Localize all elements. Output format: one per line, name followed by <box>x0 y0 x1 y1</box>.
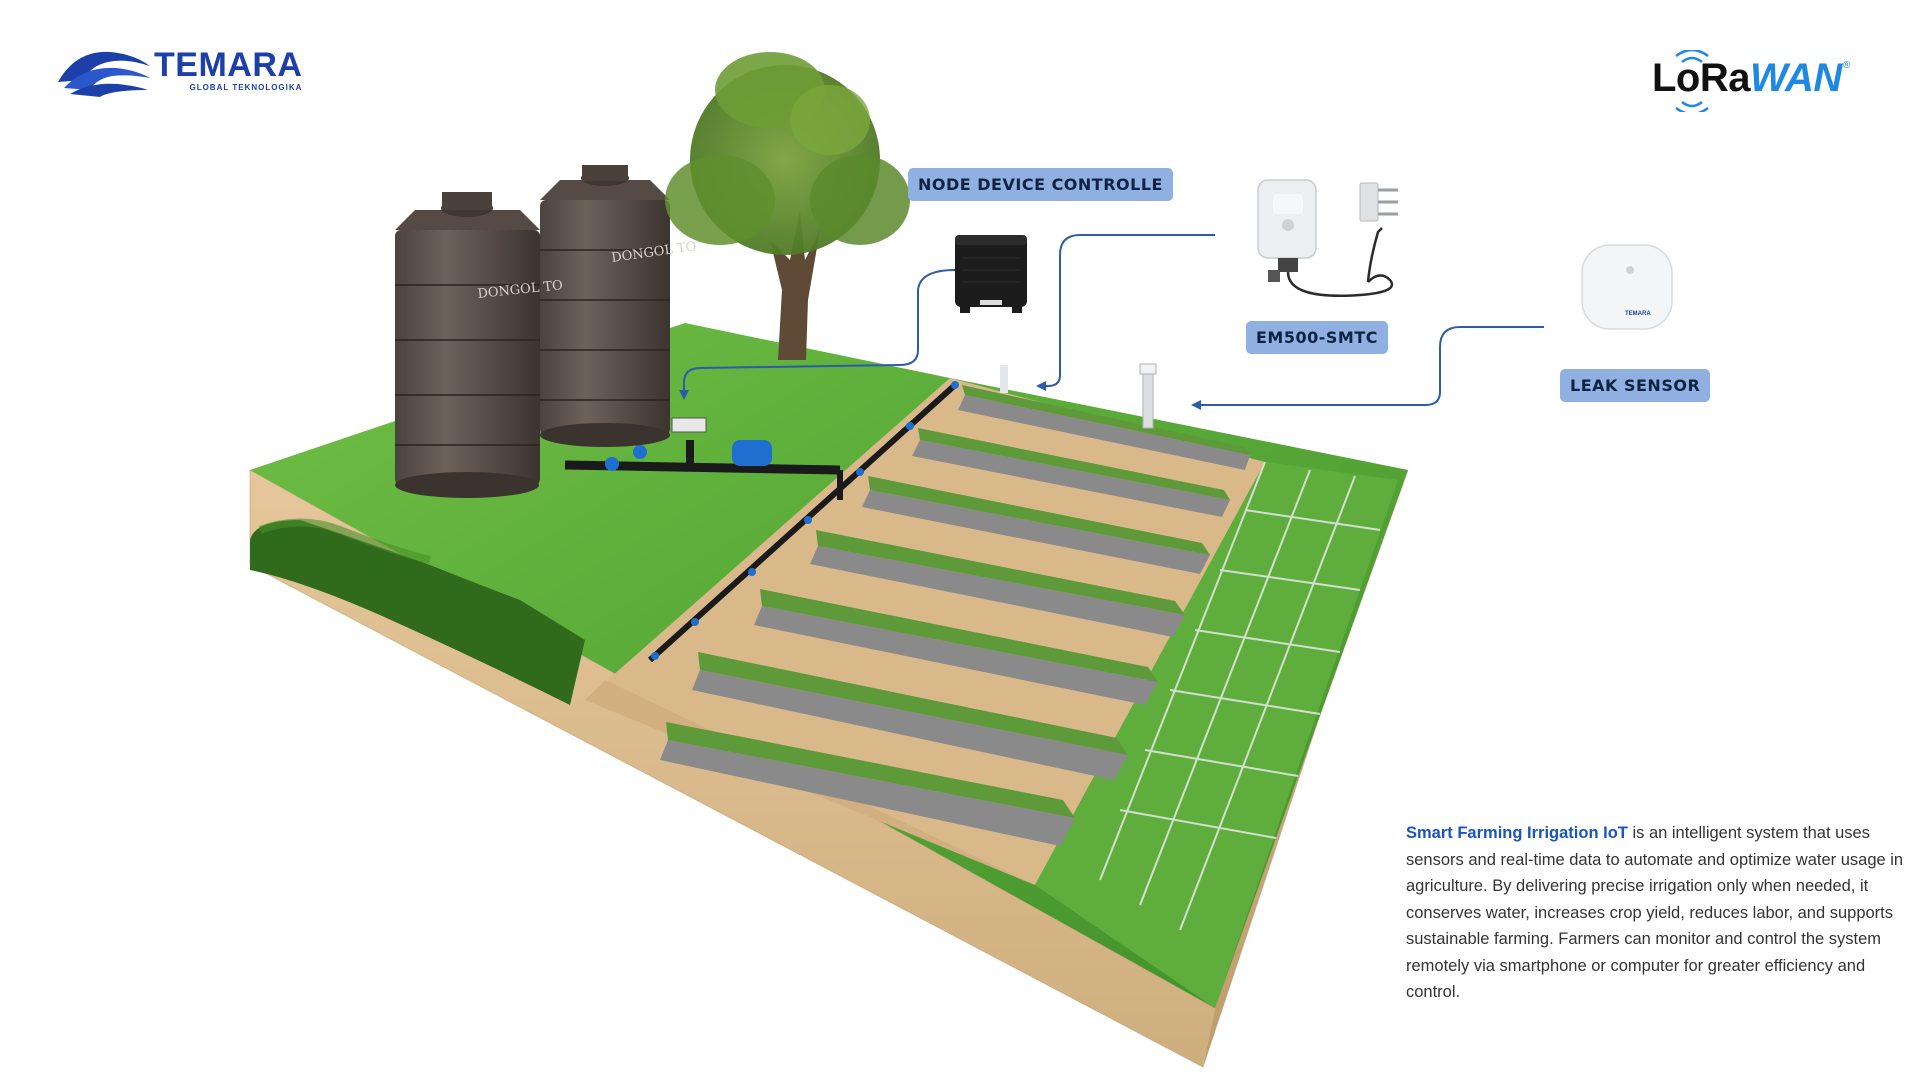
description-paragraph: Smart Farming Irrigation IoT is an intel… <box>1406 820 1906 1006</box>
em500-label: EM500-SMTC <box>1246 321 1388 354</box>
tree <box>665 52 910 360</box>
crop-bed <box>754 589 1158 705</box>
crop-beds <box>660 385 1250 846</box>
tank-pipework <box>564 417 843 500</box>
em500-sensor-device <box>1257 179 1398 297</box>
crop-bed <box>958 385 1250 470</box>
lorawan-wordmark: LoRaWAN <box>1652 56 1842 100</box>
svg-text:TEMARA: TEMARA <box>1625 311 1651 317</box>
wireless-signal-icon <box>1675 50 1709 112</box>
crop-bed <box>692 652 1128 780</box>
crop-bed <box>660 722 1075 846</box>
wave-logo-icon <box>58 51 150 97</box>
leak-sensor-label: LEAK SENSOR <box>1560 369 1711 402</box>
leak-sensor-device: TEMARA <box>1581 244 1673 330</box>
node-controller-device <box>955 235 1027 313</box>
water-tank-back: DONGOL TO <box>540 165 697 447</box>
description-highlight: Smart Farming Irrigation IoT <box>1406 824 1628 842</box>
connector-lines <box>679 234 1544 410</box>
field-sensor <box>1000 365 1008 393</box>
crop-bed <box>912 428 1230 517</box>
main-pipe <box>647 382 958 663</box>
temara-logo: TEMARA GLOBAL TEKNOLOGIKA <box>56 42 302 98</box>
brand-tagline: GLOBAL TEKNOLOGIKA <box>189 83 303 92</box>
brand-name: TEMARA <box>154 46 303 84</box>
crop-bed <box>810 530 1185 637</box>
node-device-label: NODE DEVICE CONTROLLE <box>908 168 1173 201</box>
hedge <box>250 518 585 705</box>
irrigation-grid <box>1099 461 1381 931</box>
lorawan-logo: LoRaWAN ® <box>1652 50 1852 112</box>
registered-mark: ® <box>1843 60 1851 71</box>
water-tank-front: DONGOL TO <box>395 192 564 498</box>
crop-bed <box>862 476 1210 574</box>
field-sensor <box>1139 363 1157 429</box>
description-body: is an intelligent system that uses senso… <box>1406 824 1904 1001</box>
